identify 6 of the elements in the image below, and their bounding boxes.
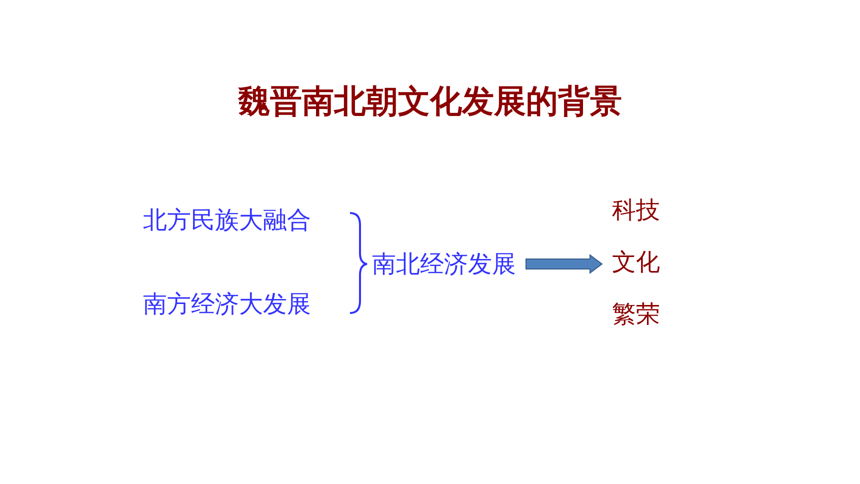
title: 魏晋南北朝文化发展的背景 [237, 81, 623, 122]
result-text: 科技文化繁荣 [612, 184, 664, 340]
item-text: 南北经济发展 [372, 250, 516, 278]
item-text: 南方经济大发展 [143, 290, 311, 318]
item-text: 北方民族大融合 [143, 206, 311, 234]
arrow [526, 254, 603, 274]
